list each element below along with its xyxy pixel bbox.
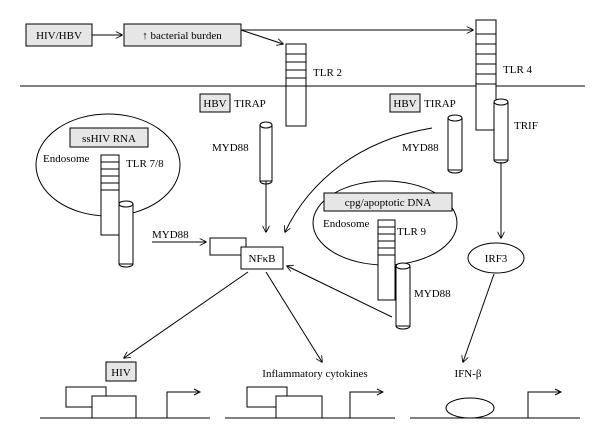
tlr2-receptor [285, 43, 307, 127]
arrow-nfkb-to-hiv [124, 271, 249, 358]
sshiv-rna-box [69, 127, 149, 148]
tlr4-receptor [475, 19, 497, 131]
myd88-tlr2-label: MYD88 [212, 142, 249, 154]
nfkb-complex [209, 237, 284, 270]
bacterial-burden-box: ↑ bacterial burden [123, 23, 242, 47]
arrow-tlr9-to-nfkb [287, 266, 393, 318]
myd88-tlr4-cylinder [447, 114, 463, 174]
hbv-label-left: HBV [203, 98, 226, 110]
trif-label: TRIF [514, 120, 538, 132]
tlr78-label: TLR 7/8 [126, 158, 164, 170]
cytokine-gene-promoter [225, 386, 395, 419]
cpg-dna-box [323, 192, 453, 212]
hiv-label: HIV [111, 367, 131, 379]
myd88-left-label: MYD88 [152, 229, 189, 241]
tlr9-label: TLR 9 [397, 226, 427, 238]
inflammatory-cytokines-label: Inflammatory cytokines [262, 368, 367, 380]
hiv-gene-promoter [40, 386, 210, 419]
hbv-box-left [199, 93, 231, 113]
irf3-node [467, 242, 525, 274]
irf3-label: IRF3 [485, 253, 508, 265]
myd88-tlr2-cylinder [259, 121, 273, 185]
hbv-box-right [389, 93, 421, 113]
cpg-dna-label: cpg/apoptotic DNA [345, 197, 432, 209]
tlr2-label: TLR 2 [313, 67, 342, 79]
myd88-tlr9-cylinder [395, 262, 411, 330]
endosome-right-label: Endosome [323, 218, 370, 230]
ifn-beta-label: IFN-β [455, 368, 482, 380]
trif-cylinder [493, 98, 509, 164]
tirap-label-right: TIRAP [424, 98, 456, 110]
myd88-left-cylinder [118, 200, 134, 268]
tirap-label-left: TIRAP [234, 98, 266, 110]
myd88-tlr9-label: MYD88 [414, 288, 451, 300]
bacterial-burden-label: ↑ bacterial burden [142, 30, 222, 42]
hiv-hbv-label: HIV/HBV [36, 30, 82, 42]
sshiv-rna-label: ssHIV RNA [82, 133, 136, 145]
hiv-box [105, 361, 137, 382]
arrow-tlr4-to-nfkb [285, 127, 433, 232]
hiv-hbv-box: HIV/HBV [25, 23, 93, 47]
tlr78-receptor [100, 154, 120, 236]
ifnb-gene-promoter [410, 388, 580, 419]
nfkb-label: NFκB [249, 253, 276, 265]
myd88-tlr4-label: MYD88 [402, 142, 439, 154]
endosome-left-label: Endosome [43, 153, 90, 165]
arrow-nfkb-to-cytokines [265, 271, 322, 362]
arrow-bacterial-to-tlr2 [240, 29, 283, 44]
arrow-irf3-to-ifnb [463, 273, 495, 362]
tlr4-label: TLR 4 [503, 64, 533, 76]
hbv-label-right: HBV [393, 98, 416, 110]
tlr9-receptor [377, 219, 396, 301]
